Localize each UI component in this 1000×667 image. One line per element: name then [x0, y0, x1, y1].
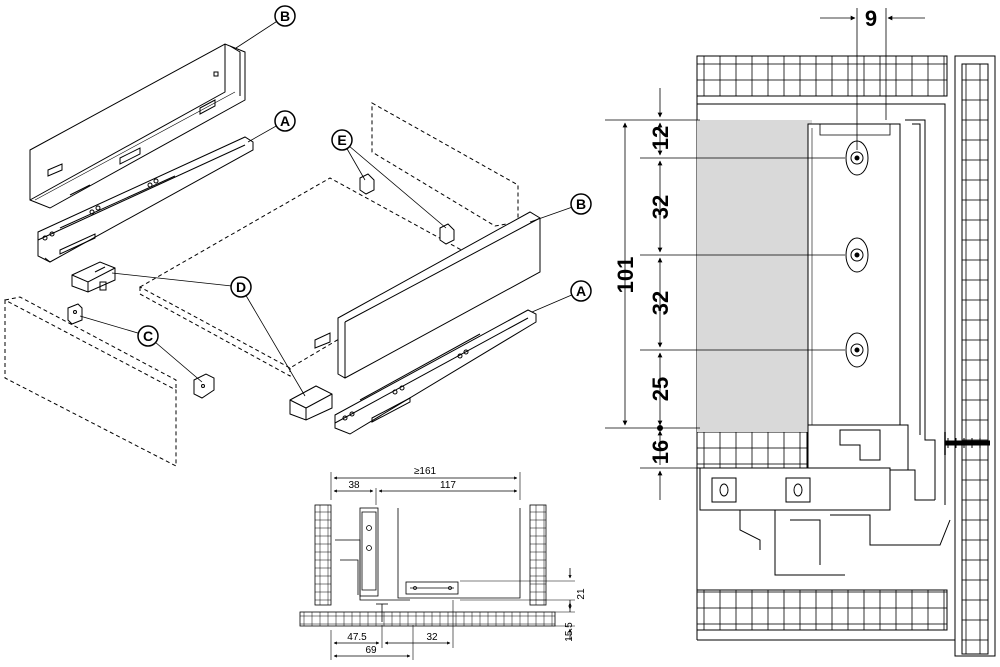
- svg-text:B: B: [280, 8, 290, 24]
- bracket-left: [67, 303, 83, 325]
- dim-bottom-3: 69: [365, 645, 377, 656]
- dim-height-2: 15.5: [564, 622, 575, 642]
- callout-a-right: A: [570, 280, 592, 302]
- callout-d: D: [230, 276, 252, 298]
- runner-right: [334, 309, 537, 435]
- front-panel: [4, 296, 177, 467]
- dim-bottom-1: 47.5: [347, 632, 367, 643]
- bracket-e-1: [359, 173, 375, 195]
- dim-datum-dot: [657, 425, 663, 431]
- svg-text:D: D: [236, 279, 246, 295]
- svg-text:A: A: [576, 283, 586, 299]
- callout-b-right: B: [570, 193, 592, 215]
- section-view: [299, 472, 575, 660]
- callout-e: E: [331, 129, 353, 151]
- callout-a-top: A: [274, 110, 296, 132]
- callout-c: C: [137, 325, 159, 347]
- detail-view: [605, 8, 996, 657]
- exploded-view: [4, 15, 582, 467]
- drawer-side-left: [29, 43, 246, 209]
- dim-16: 16: [648, 440, 673, 464]
- svg-text:E: E: [337, 132, 346, 148]
- runner-left: [37, 136, 254, 263]
- drawer-side-right: [314, 211, 541, 379]
- bracket-right: [193, 373, 215, 399]
- dim-left-offset: 38: [348, 480, 360, 491]
- svg-text:A: A: [280, 113, 290, 129]
- bracket-e-2: [439, 223, 455, 245]
- svg-text:B: B: [576, 196, 586, 212]
- dim-32b: 32: [648, 291, 673, 315]
- dim-overall: ≥161: [414, 466, 437, 477]
- dim-top-width: 9: [865, 6, 877, 31]
- coupling-left: [71, 261, 116, 293]
- detail-dim-labels: 9 12 32 101 32 25 16: [613, 6, 877, 464]
- callout-b-top: B: [274, 5, 296, 27]
- dim-25: 25: [648, 377, 673, 401]
- dim-101: 101: [613, 257, 638, 294]
- svg-text:C: C: [143, 328, 153, 344]
- dim-12: 12: [648, 126, 673, 150]
- dim-height-1: 21: [576, 588, 587, 600]
- coupling-right: [289, 385, 333, 421]
- rear-panel: [371, 102, 519, 227]
- dim-32a: 32: [648, 195, 673, 219]
- detail-dim-lines: [605, 8, 925, 500]
- dim-bottom-2: 32: [426, 632, 438, 643]
- dim-inner-width: 117: [440, 480, 456, 491]
- section-dim-labels: ≥161 38 117 47.5 32 69 21 15.5: [347, 466, 587, 656]
